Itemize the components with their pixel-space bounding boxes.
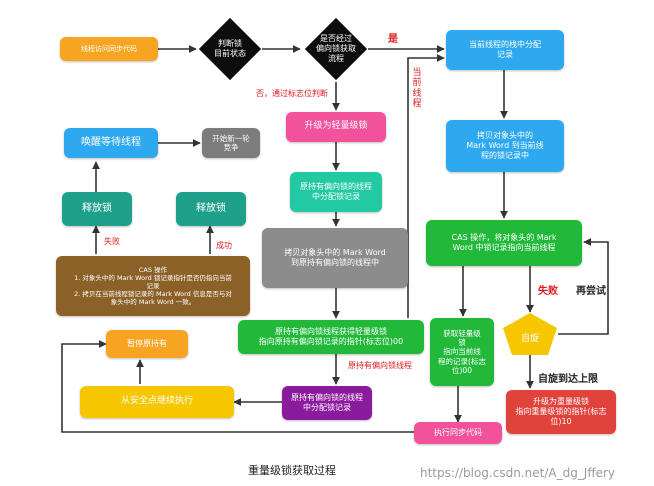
label-no: 否，通过标志位判断 [256, 89, 328, 98]
node-copy-mw-current: 拷贝对象头中的 Mark Word 到当前线 程的锁记录中 [446, 120, 564, 172]
node-upgrade-light: 升级为轻量级锁 [286, 112, 386, 142]
node-release-right: 释放锁 [176, 192, 246, 226]
label-retry: 再尝试 [576, 286, 606, 297]
node-record-in-stack: 当前线程的栈中分配 记录 [446, 30, 564, 70]
spin-text: 自旋 [520, 333, 539, 344]
spin-pentagon [503, 313, 557, 355]
node-exec-sync: 执行同步代码 [414, 422, 502, 444]
node-wake-waiting: 唤醒等待线程 [64, 128, 158, 158]
label-current-thread: 当前 线程 [412, 68, 422, 110]
node-release-left: 释放锁 [62, 192, 132, 226]
label-success-cas: 成功 [216, 241, 232, 250]
node-judge-biased: 是否经过 偏向锁获取 流程 [304, 17, 368, 81]
label-yes: 是 [388, 34, 398, 45]
node-start: 线程访问同步代码 [60, 37, 158, 61]
node-cas-release: CAS 操作 1. 对象头中的 Mark Word 锁记录指针是否仍指向当前 记… [56, 256, 250, 316]
edge-retry [558, 238, 609, 335]
node-upgrade-heavy: 升级为重量级锁 指向重量级锁的指针(标志位)10 [506, 390, 616, 434]
judge-biased-text: 是否经过 偏向锁获取 流程 [316, 34, 356, 63]
label-spin-limit: 自旋到达上限 [538, 374, 598, 385]
node-spin: 自旋 [502, 312, 558, 356]
edge-current-thread [407, 54, 445, 318]
node-judge-lock: 判断锁 目前状态 [198, 17, 262, 81]
diagram-caption: 重量级锁获取过程 [248, 464, 336, 477]
node-new-compete: 开始新一轮 竞争 [202, 128, 260, 158]
node-safepoint: 从安全点继续执行 [80, 386, 234, 418]
node-cas-current: CAS 操作，将对象头的 Mark Word 中锁记录指向当前线程 [426, 220, 582, 266]
judge-lock-text: 判断锁 目前状态 [214, 39, 246, 58]
label-fail-cas: 失败 [104, 237, 120, 246]
label-fail-spin: 失败 [538, 286, 558, 297]
edge-loop [61, 340, 414, 433]
node-holder-alloc2: 原持有偏向锁的线程 中分配锁记录 [282, 386, 372, 420]
node-get-light-current: 获取轻量级 锁 指向当前线 程的记录(标志 位)00 [430, 318, 494, 386]
node-holder-get-light: 原持有偏向锁线程获得轻量级锁 指向原持有偏向锁记录的指针(标志位)00 [238, 320, 424, 354]
watermark: https://blog.csdn.net/A_dg_Jffery [420, 466, 616, 480]
label-holder-biased: 原持有偏向锁线程 [348, 361, 412, 370]
node-holder-alloc: 原持有偏向锁的线程 中分配锁记录 [290, 172, 382, 212]
node-copy-mw-holder: 拷贝对象头中的 Mark Word 到原持有偏向锁的线程中 [262, 228, 408, 288]
node-pause-holder: 暂停原持有 [106, 330, 188, 358]
